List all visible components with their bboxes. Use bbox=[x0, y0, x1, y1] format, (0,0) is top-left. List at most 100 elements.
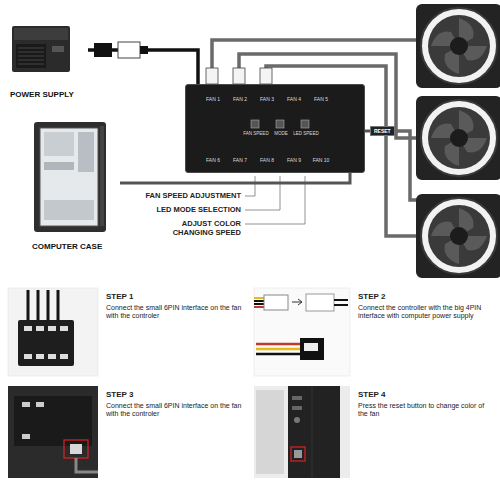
step-photo bbox=[294, 450, 302, 458]
step-photo bbox=[8, 386, 98, 478]
step-photo bbox=[254, 386, 350, 478]
port-label: FAN 2 bbox=[233, 96, 247, 102]
fan-plug bbox=[206, 68, 218, 84]
step-photo bbox=[48, 326, 56, 331]
step-title: STEP 2 bbox=[358, 292, 494, 302]
cable-connector bbox=[120, 173, 350, 183]
fan-controller-hub: FAN 1FAN 2FAN 3FAN 4FAN 5FAN SPEEDMODELE… bbox=[185, 84, 365, 173]
step-photo bbox=[256, 390, 284, 474]
step-photo bbox=[14, 396, 92, 446]
computer-case-icon bbox=[44, 132, 74, 156]
port-label: FAN 9 bbox=[287, 157, 301, 163]
step-photo bbox=[24, 354, 32, 359]
step-text: Press the reset button to change color o… bbox=[358, 402, 494, 419]
step-photo bbox=[292, 406, 302, 410]
port-label: FAN 8 bbox=[260, 157, 274, 163]
step-photo bbox=[292, 299, 302, 305]
step-photo bbox=[28, 290, 58, 322]
leader-line bbox=[245, 176, 280, 210]
port-label: FAN SPEED bbox=[243, 131, 268, 136]
step-photo bbox=[306, 294, 334, 311]
step-photo bbox=[256, 348, 300, 351]
power-supply-icon bbox=[18, 60, 44, 61]
step-photo bbox=[334, 304, 348, 306]
step-photo bbox=[8, 386, 98, 478]
rgb-fan bbox=[450, 227, 468, 245]
step-photo bbox=[256, 353, 300, 356]
power-supply-icon bbox=[14, 28, 68, 40]
computer-case-icon bbox=[44, 200, 94, 220]
step-photo bbox=[76, 458, 98, 472]
step-photo bbox=[254, 297, 264, 299]
step-photo bbox=[60, 326, 68, 331]
computer-case: COMPUTER CASE bbox=[26, 118, 120, 252]
step-photo bbox=[300, 338, 324, 360]
rgb-fan bbox=[416, 96, 500, 180]
reset-tag: RESET bbox=[370, 126, 395, 136]
power-supply-icon bbox=[18, 56, 44, 57]
step-photo bbox=[256, 343, 300, 346]
power-supply-icon bbox=[18, 52, 44, 53]
computer-case-icon bbox=[34, 122, 106, 232]
fan-plug bbox=[206, 68, 272, 84]
step-photo bbox=[254, 303, 264, 305]
step-photo bbox=[36, 402, 44, 407]
step-text: Connect the small 6PIN interface on the … bbox=[106, 402, 246, 419]
step-photo bbox=[24, 326, 32, 331]
step-photo bbox=[264, 295, 288, 310]
step-photo bbox=[18, 320, 74, 366]
step-photo bbox=[64, 440, 88, 458]
power-supply-icon bbox=[52, 46, 64, 52]
step-photo bbox=[291, 447, 305, 461]
step-photo bbox=[312, 386, 313, 478]
cable-connector bbox=[88, 50, 198, 84]
fan-plug bbox=[260, 68, 272, 84]
node-label: RESET bbox=[374, 128, 391, 134]
molex-connector bbox=[94, 42, 148, 58]
step-photo bbox=[22, 402, 30, 407]
rgb-fan bbox=[431, 110, 487, 166]
molex-connector bbox=[118, 42, 140, 58]
rgb-fan bbox=[416, 194, 500, 278]
power-supply-icon bbox=[16, 44, 46, 68]
step-photo bbox=[334, 299, 348, 301]
step-photo bbox=[60, 354, 68, 359]
step-photo bbox=[36, 354, 44, 359]
leader-line bbox=[245, 176, 255, 196]
port-label: FAN 10 bbox=[313, 157, 330, 163]
computer-case-icon bbox=[100, 126, 104, 226]
step-text: Connect the controller with the big 4PIN… bbox=[358, 304, 494, 321]
step-title: STEP 4 bbox=[358, 390, 494, 400]
step-photo bbox=[8, 288, 98, 376]
power-supply-icon bbox=[18, 48, 44, 49]
rgb-fan bbox=[450, 129, 468, 147]
port-label: LED SPEED bbox=[293, 131, 318, 136]
port-label: FAN 3 bbox=[260, 96, 274, 102]
rgb-fan bbox=[428, 205, 490, 267]
computer-case-icon bbox=[44, 162, 74, 170]
step-photo bbox=[22, 434, 30, 439]
step-photo bbox=[70, 444, 82, 454]
rgb-fan bbox=[416, 4, 500, 88]
node-label: COMPUTER CASE bbox=[32, 242, 102, 252]
port-label: FAN 6 bbox=[206, 157, 220, 163]
molex-connector bbox=[140, 46, 148, 54]
callout-label: ADJUST COLOR CHANGING SPEED bbox=[170, 219, 241, 237]
computer-case-icon bbox=[78, 132, 94, 172]
step-title: STEP 3 bbox=[106, 390, 246, 400]
step-photo bbox=[36, 326, 44, 331]
step-text: Connect the small 6PIN interface on the … bbox=[106, 304, 246, 321]
fan-plug bbox=[233, 68, 245, 84]
step-photo bbox=[48, 354, 56, 359]
step-photo bbox=[8, 288, 98, 376]
power-supply-icon bbox=[12, 26, 70, 72]
port-label: FAN 7 bbox=[233, 157, 247, 163]
step-photo bbox=[288, 386, 340, 478]
rgb-fan bbox=[450, 37, 468, 55]
step-photo bbox=[254, 288, 350, 376]
rgb-fan bbox=[416, 96, 500, 180]
rgb-fan bbox=[421, 8, 497, 84]
rgb-fan bbox=[428, 15, 490, 77]
port-label: FAN 4 bbox=[287, 96, 301, 102]
rgb-fan bbox=[431, 18, 487, 74]
